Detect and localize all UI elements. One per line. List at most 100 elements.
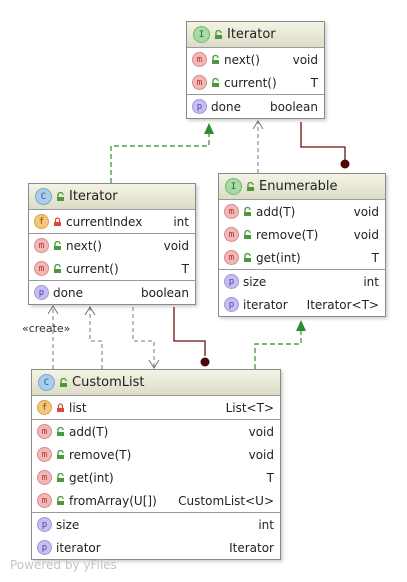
fields-section: f list List<T> [32,396,280,420]
node-title: Iterator [69,189,118,204]
member-row[interactable]: m get(int) T [32,466,280,489]
iterator-interface-node[interactable]: I Iterator m next() void m current() T p… [186,21,325,119]
dependency-edge-iterator-customlist [132,307,155,367]
member-type: CustomList<U> [178,493,274,508]
class-icon: C [35,188,52,205]
member-name: currentIndex [66,214,143,229]
member-row[interactable]: f currentIndex int [29,210,195,233]
property-icon: p [37,540,52,555]
enumerable-header: I Enumerable [219,174,385,200]
member-name: done [211,99,241,114]
public-visibility-icon [55,473,65,483]
public-visibility-icon [245,182,255,192]
member-row[interactable]: m remove(T) void [32,443,280,466]
member-type: int [173,214,189,229]
member-type: List<T> [225,400,274,415]
realization-edge-iterator [110,133,210,183]
member-row[interactable]: p size int [32,513,280,536]
methods-section: m next() void m current() T [187,48,324,95]
method-icon: m [192,75,207,90]
member-name: get(int) [69,470,114,485]
dependency-edge-customlist-iterator [89,308,103,369]
create-stereotype-label: «create» [22,322,71,335]
method-icon: m [224,204,239,219]
member-row[interactable]: m current() T [187,71,324,94]
member-row[interactable]: f list List<T> [32,396,280,419]
member-row[interactable]: p iterator Iterator [32,536,280,559]
interface-icon: I [193,26,210,43]
public-visibility-icon [55,496,65,506]
member-type: void [353,204,379,219]
member-row[interactable]: p size int [219,270,385,293]
method-icon: m [37,424,52,439]
member-name: size [243,274,267,289]
public-visibility-icon [210,55,220,65]
member-row[interactable]: m get(int) T [219,246,385,269]
method-icon: m [192,52,207,67]
public-visibility-icon [242,207,252,217]
member-row[interactable]: p done boolean [29,281,195,304]
powered-by-footer: Powered by yFiles [10,558,117,572]
private-lock-icon [55,403,65,413]
field-icon: f [37,400,52,415]
member-type: void [353,227,379,242]
iterator-class-node[interactable]: C Iterator f currentIndex int m next() v… [28,183,196,305]
public-visibility-icon [55,427,65,437]
member-name: remove(T) [256,227,319,242]
member-row[interactable]: m remove(T) void [219,223,385,246]
dependency-arrowhead-iterator-class [84,306,96,316]
member-name: remove(T) [69,447,132,462]
member-row[interactable]: m add(T) void [32,420,280,443]
method-icon: m [34,261,49,276]
public-visibility-icon [210,78,220,88]
composition-edge-iterator-customlist [173,307,206,356]
member-type: boolean [270,99,318,114]
method-icon: m [224,250,239,265]
member-name: fromArray(U[]) [69,493,157,508]
enumerable-node[interactable]: I Enumerable m add(T) void m remove(T) v… [218,173,386,317]
member-type: T [371,250,379,265]
member-row[interactable]: m add(T) void [219,200,385,223]
member-type: T [266,470,274,485]
property-icon: p [224,274,239,289]
member-type: int [258,517,274,532]
methods-section: m add(T) void m remove(T) void m get(int… [32,420,280,513]
member-row[interactable]: m next() void [187,48,324,71]
member-name: current() [66,261,119,276]
private-lock-icon [52,217,62,227]
member-type: int [363,274,379,289]
member-name: current() [224,75,277,90]
member-type: T [181,261,189,276]
member-type: T [310,75,318,90]
public-visibility-icon [242,230,252,240]
methods-section: m add(T) void m remove(T) void m get(int… [219,200,385,270]
method-icon: m [224,227,239,242]
method-icon: m [34,238,49,253]
member-type: void [292,52,318,67]
field-icon: f [34,214,49,229]
property-icon: p [192,99,207,114]
member-row[interactable]: m next() void [29,234,195,257]
member-name: list [69,400,87,415]
realization-arrowhead-enumerable [296,320,306,331]
customlist-node[interactable]: C CustomList f list List<T> m add(T) voi… [31,369,281,560]
property-icon: p [37,517,52,532]
class-icon: C [38,374,55,391]
member-type: Iterator [229,540,274,555]
member-row[interactable]: m current() T [29,257,195,280]
public-visibility-icon [242,253,252,263]
member-name: next() [224,52,260,67]
properties-section: p size int p iterator Iterator [32,513,280,559]
member-row[interactable]: p done boolean [187,95,324,118]
customlist-header: C CustomList [32,370,280,396]
member-row[interactable]: p iterator Iterator<T> [219,293,385,316]
public-visibility-icon [58,378,68,388]
methods-section: m next() void m current() T [29,234,195,281]
properties-section: p size int p iterator Iterator<T> [219,270,385,316]
properties-section: p done boolean [29,281,195,304]
member-type: void [163,238,189,253]
member-row[interactable]: m fromArray(U[]) CustomList<U> [32,489,280,512]
interface-icon: I [225,178,242,195]
realization-arrowhead-iterator [204,123,214,134]
property-icon: p [224,297,239,312]
